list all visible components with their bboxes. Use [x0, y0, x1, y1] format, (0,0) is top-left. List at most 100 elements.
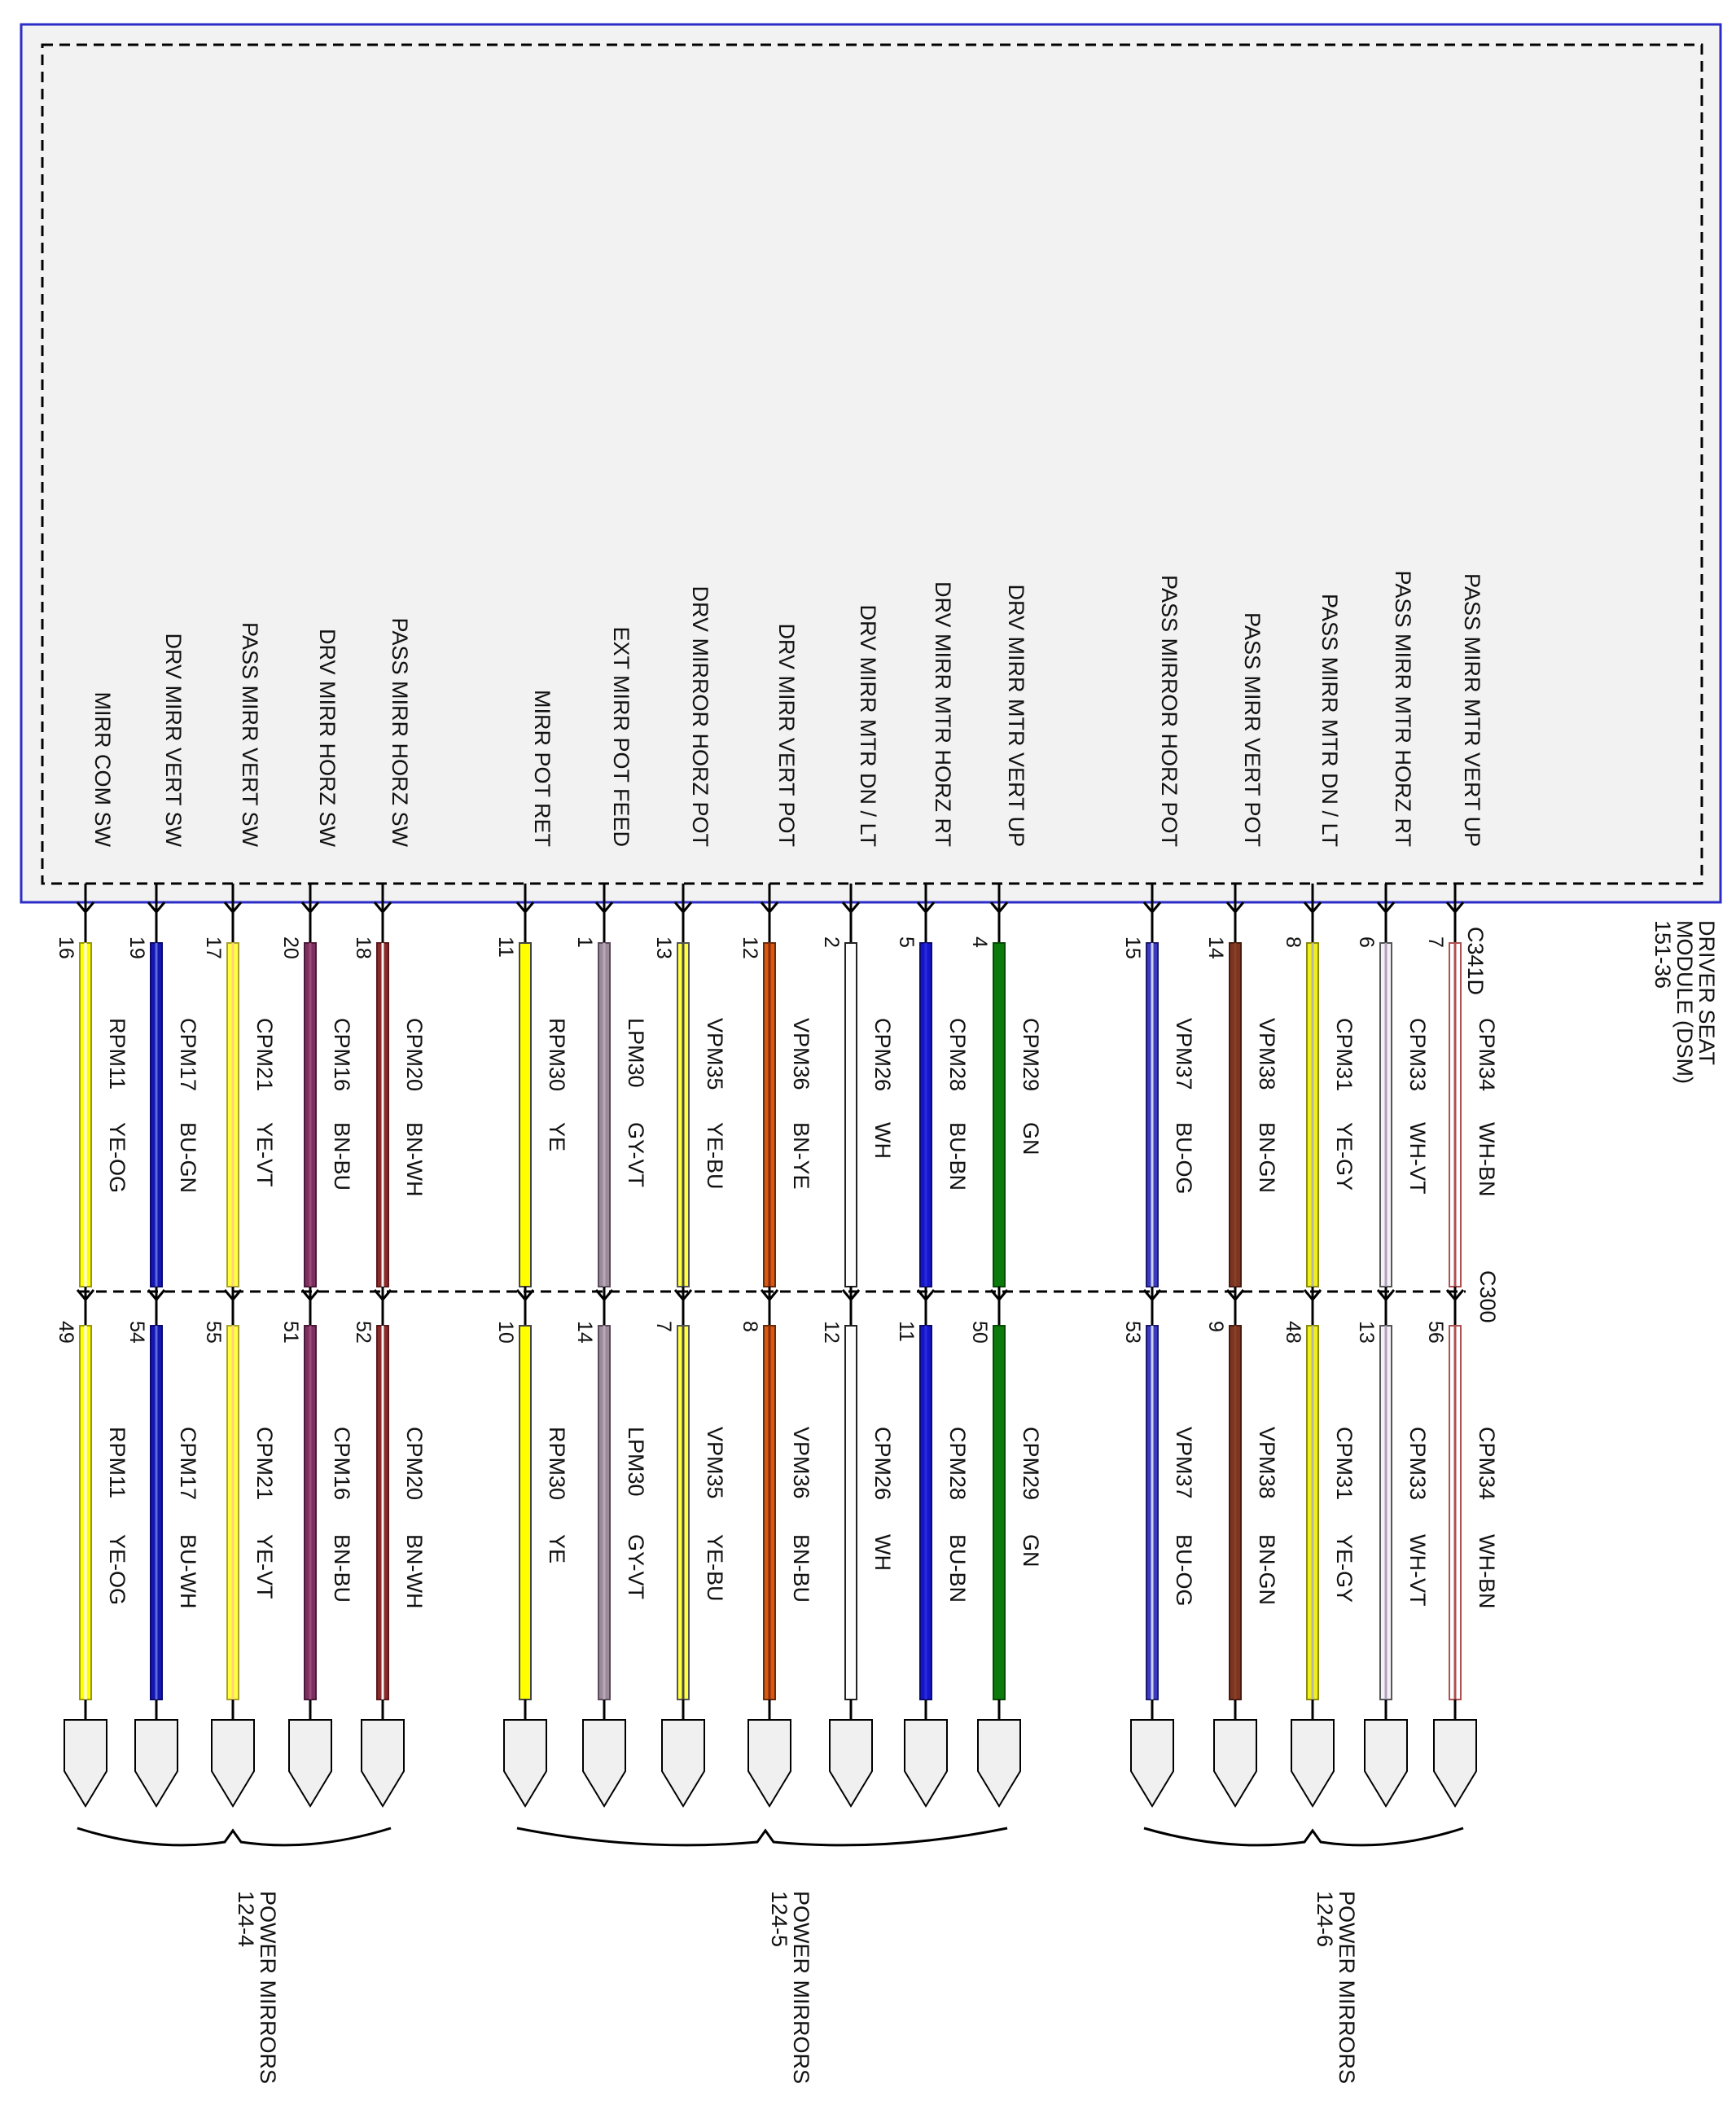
circuit-id-top: CPM33 — [1405, 1018, 1430, 1091]
wire-color-top: WH — [870, 1122, 895, 1159]
pin-arrow — [515, 1289, 535, 1302]
wire-color-top: BN-BU — [330, 1122, 354, 1191]
wire-color-bottom: BN-WH — [402, 1534, 427, 1608]
wire-color-top: BN-WH — [402, 1122, 427, 1196]
wire-color-top: GY-VT — [624, 1122, 648, 1187]
pin-number-top: 20 — [279, 936, 302, 959]
signal-name: MIRR POT RET — [530, 690, 555, 847]
pin-number-bottom: 9 — [1204, 1321, 1227, 1332]
pin-number-bottom: 48 — [1282, 1321, 1304, 1344]
pin-number-top: 17 — [202, 936, 225, 959]
pin-arrow — [1225, 1289, 1245, 1302]
pin-number-bottom: 10 — [494, 1321, 517, 1344]
wire-color-top: YE-OG — [105, 1122, 129, 1193]
wire-color-bottom: YE-BU — [703, 1534, 727, 1602]
pin-arrow — [989, 1289, 1009, 1302]
wire-color-bottom: BN-BU — [789, 1534, 813, 1603]
pin-arrow — [1445, 901, 1465, 914]
pin-arrow — [147, 901, 166, 914]
pin-arrow — [76, 901, 95, 914]
circuit-id-bottom: CPM20 — [402, 1427, 427, 1500]
circuit-id-top: CPM31 — [1332, 1018, 1357, 1091]
destination-label-line: POWER MIRRORS — [789, 1891, 813, 2084]
wire-color-bottom: YE — [545, 1534, 569, 1564]
pin-arrow — [1376, 901, 1396, 914]
circuit-id-top: RPM11 — [105, 1018, 129, 1090]
pin-number-top: 12 — [739, 936, 761, 959]
wire-color-bottom: YE-VT — [252, 1534, 277, 1599]
destination-label-line: 124-5 — [767, 1891, 791, 1947]
wire-color-bottom: BN-BU — [330, 1534, 354, 1603]
wire-color-bottom: GN — [1019, 1534, 1043, 1568]
wire-color-bottom: BU-BN — [945, 1534, 970, 1603]
terminal-connector — [1213, 1719, 1257, 1808]
wire: DRV MIRR MTR HORZ RT5CPM28BU-BN11CPM28BU… — [895, 581, 970, 1808]
terminal-connector — [64, 1719, 107, 1808]
wire-color-top: BN-GN — [1255, 1122, 1279, 1193]
pin-arrow — [594, 901, 614, 914]
terminal-connector — [1433, 1719, 1477, 1808]
grouping-brace — [516, 1827, 1008, 1847]
pin-arrow — [515, 901, 535, 914]
pin-number-bottom: 8 — [739, 1321, 761, 1332]
circuit-id-bottom: RPM30 — [545, 1427, 569, 1500]
pin-arrow — [147, 1289, 166, 1302]
circuit-id-top: RPM30 — [545, 1018, 569, 1091]
terminal-connector — [904, 1719, 948, 1808]
pin-number-bottom: 49 — [55, 1321, 77, 1344]
pin-arrow — [1225, 901, 1245, 914]
module-dashed-boundary — [41, 43, 1703, 885]
signal-name: PASS MIRR HORZ SW — [388, 617, 412, 847]
circuit-id-bottom: CPM26 — [870, 1427, 895, 1500]
pin-arrow — [673, 1289, 693, 1302]
terminal-connector — [1291, 1719, 1335, 1808]
wire: PASS MIRR MTR HORZ RT6CPM33WH-VT13CPM33W… — [1355, 570, 1430, 1808]
labels: C341D C300 — [1463, 927, 1500, 1323]
pin-number-top: 5 — [895, 936, 918, 948]
pin-arrow — [1303, 901, 1322, 914]
signal-name: DRV MIRR VERT POT — [774, 623, 799, 847]
pin-arrow — [841, 901, 861, 914]
pin-number-bottom: 52 — [352, 1321, 375, 1344]
wire: DRV MIRROR HORZ POT13VPM35YE-BU7VPM35YE-… — [652, 586, 727, 1808]
wire-color-top: YE-VT — [252, 1122, 277, 1187]
circuit-id-bottom: RPM11 — [105, 1427, 129, 1498]
wire-color-top: BU-GN — [176, 1122, 200, 1193]
circuit-id-bottom: CPM21 — [252, 1427, 277, 1500]
pin-arrow — [300, 901, 320, 914]
pin-number-top: 13 — [652, 936, 675, 959]
terminal-connector — [503, 1719, 547, 1808]
signal-name: PASS MIRR MTR HORZ RT — [1391, 570, 1415, 847]
wire-segment — [844, 1325, 857, 1700]
signal-name: EXT MIRR POT FEED — [609, 626, 633, 847]
pin-number-top: 4 — [968, 936, 991, 948]
signal-name: PASS MIRR VERT POT — [1240, 612, 1265, 847]
connector-c300-label: C300 — [1475, 1270, 1500, 1323]
wire-color-top: BU-BN — [945, 1122, 970, 1191]
signal-name: MIRR COM SW — [90, 692, 115, 848]
wire-color-top: YE — [545, 1122, 569, 1151]
pin-number-top: 14 — [1204, 936, 1227, 959]
circuit-id-bottom: VPM36 — [789, 1427, 813, 1499]
terminal-connector — [829, 1719, 873, 1808]
wire-color-top: WH-BN — [1475, 1122, 1499, 1196]
wire-color-top: WH-VT — [1405, 1122, 1430, 1194]
signal-name: PASS MIRR MTR VERT UP — [1460, 573, 1484, 847]
pin-number-bottom: 50 — [968, 1321, 991, 1344]
wire-color-top: BN-YE — [789, 1122, 813, 1190]
wire: PASS MIRR VERT POT14VPM38BN-GN9VPM38BN-G… — [1204, 612, 1279, 1808]
circuit-id-bottom: CPM33 — [1405, 1427, 1430, 1500]
wire-color-bottom: WH-VT — [1405, 1534, 1430, 1606]
circuit-id-bottom: CPM31 — [1332, 1427, 1357, 1500]
wire-color-top: YE-BU — [703, 1122, 727, 1190]
wire-color-bottom: WH-BN — [1475, 1534, 1499, 1608]
pin-number-bottom: 11 — [895, 1321, 918, 1342]
pin-arrow — [760, 1289, 779, 1302]
signal-name: DRV MIRR MTR DN / LT — [856, 604, 880, 847]
circuit-id-top: VPM35 — [703, 1018, 727, 1090]
